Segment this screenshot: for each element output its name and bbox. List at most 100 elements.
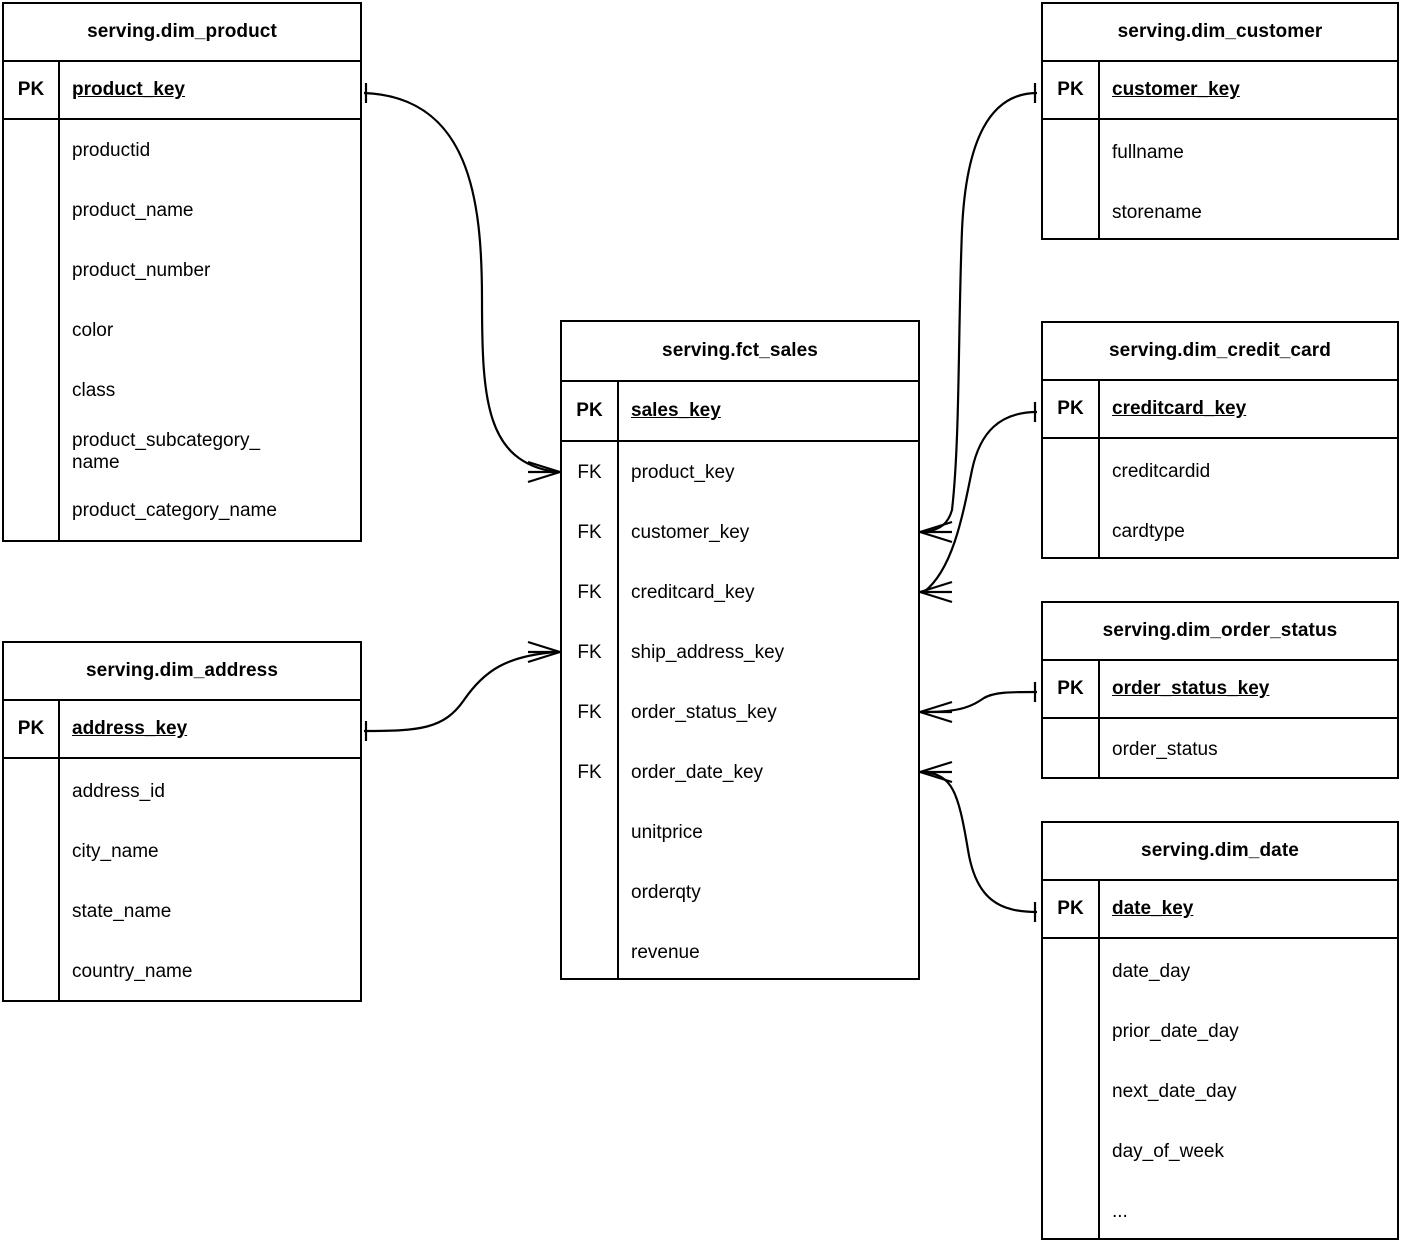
pk-marker-dim-address: PK	[4, 701, 60, 757]
fk-marker-ship-address-key: FK	[577, 642, 602, 663]
fk-marker-customer-key: FK	[577, 522, 602, 543]
entity-dim-product[interactable]: serving.dim_product PK product_key produ…	[2, 2, 362, 542]
fk-marker-order-status-key: FK	[577, 702, 602, 723]
crow-foot-creditcard	[919, 580, 953, 604]
fields-keycol-dim-date	[1043, 939, 1100, 1238]
pk-row-dim-address: PK address_key	[4, 701, 360, 759]
entity-title-dim-credit-card: serving.dim_credit_card	[1043, 323, 1397, 381]
fields-fct-sales: FK FK FK FK FK FK product_key customer_k…	[562, 442, 918, 978]
link-line-orderstatus	[923, 690, 1038, 714]
entity-title-dim-order-status: serving.dim_order_status	[1043, 603, 1397, 661]
field-storename: storename	[1112, 202, 1202, 223]
fields-col-fct-sales: product_key customer_key creditcard_key …	[619, 442, 918, 978]
field-orderqty: orderqty	[631, 882, 701, 903]
link-line-product	[363, 91, 557, 474]
pk-row-dim-date: PK date_key	[1043, 881, 1397, 939]
pk-marker-dim-product: PK	[4, 62, 60, 118]
entity-dim-address[interactable]: serving.dim_address PK address_key addre…	[2, 641, 362, 1002]
pk-field-dim-address: address_key	[72, 718, 188, 740]
entity-title-dim-address: serving.dim_address	[4, 643, 360, 701]
field-color: color	[72, 320, 114, 341]
pk-marker-dim-order-status: PK	[1043, 661, 1100, 717]
fields-dim-order-status: order_status	[1043, 719, 1397, 777]
entity-title-dim-customer: serving.dim_customer	[1043, 4, 1397, 62]
field-address-id: address_id	[72, 781, 165, 802]
field-revenue: revenue	[631, 942, 700, 963]
field-date-day: date_day	[1112, 961, 1191, 982]
field-customer-key: customer_key	[631, 522, 750, 543]
pk-row-dim-product: PK product_key	[4, 62, 360, 120]
field-day-of-week: day_of_week	[1112, 1141, 1224, 1162]
field-ellipsis: ...	[1112, 1201, 1128, 1222]
relationship-address	[363, 640, 561, 741]
pk-marker-fct-sales: PK	[562, 382, 619, 440]
fields-dim-product: productid product_name product_number co…	[4, 120, 360, 540]
fk-marker-creditcard-key: FK	[577, 582, 602, 603]
relationship-date	[919, 760, 1038, 922]
fields-keycol-dim-order-status	[1043, 719, 1100, 777]
fields-col-dim-customer: fullname storename	[1100, 120, 1397, 238]
crow-foot-address	[527, 640, 561, 664]
fields-keycol-dim-product	[4, 120, 60, 540]
field-creditcard-key: creditcard_key	[631, 582, 755, 603]
field-order-status-key: order_status_key	[631, 702, 777, 723]
fields-col-dim-credit-card: creditcardid cardtype	[1100, 439, 1397, 557]
entity-title-dim-date: serving.dim_date	[1043, 823, 1397, 881]
field-creditcardid: creditcardid	[1112, 461, 1211, 482]
fields-keycol-dim-customer	[1043, 120, 1100, 238]
field-cardtype: cardtype	[1112, 521, 1185, 542]
crow-foot-orderstatus	[919, 700, 953, 724]
entity-title-fct-sales: serving.fct_sales	[562, 322, 918, 382]
field-prior-date-day: prior_date_day	[1112, 1021, 1239, 1042]
entity-dim-credit-card[interactable]: serving.dim_credit_card PK creditcard_ke…	[1041, 321, 1399, 559]
link-line-creditcard	[923, 410, 1038, 593]
field-order-status: order_status	[1112, 739, 1218, 760]
crow-foot-customer	[919, 520, 953, 544]
entity-fct-sales[interactable]: serving.fct_sales PK sales_key FK FK FK …	[560, 320, 920, 980]
fields-col-dim-date: date_day prior_date_day next_date_day da…	[1100, 939, 1397, 1238]
field-city-name: city_name	[72, 841, 159, 862]
entity-dim-customer[interactable]: serving.dim_customer PK customer_key ful…	[1041, 2, 1399, 240]
field-unitprice: unitprice	[631, 822, 703, 843]
fields-col-dim-order-status: order_status	[1100, 719, 1397, 777]
pk-row-dim-credit-card: PK creditcard_key	[1043, 381, 1397, 439]
pk-marker-dim-date: PK	[1043, 881, 1100, 937]
pk-field-dim-order-status: order_status_key	[1112, 678, 1270, 700]
field-ship-address-key: ship_address_key	[631, 642, 785, 663]
crow-foot-product	[527, 460, 561, 484]
pk-field-fct-sales: sales_key	[631, 400, 721, 422]
pk-marker-dim-customer: PK	[1043, 62, 1100, 118]
pk-field-dim-product: product_key	[72, 79, 185, 101]
fields-dim-credit-card: creditcardid cardtype	[1043, 439, 1397, 557]
entity-dim-order-status[interactable]: serving.dim_order_status PK order_status…	[1041, 601, 1399, 779]
fields-col-dim-product: productid product_name product_number co…	[60, 120, 360, 540]
field-state-name: state_name	[72, 901, 172, 922]
crow-foot-date	[919, 760, 953, 784]
fields-dim-customer: fullname storename	[1043, 120, 1397, 238]
relationship-product	[363, 83, 561, 484]
pk-marker-dim-credit-card: PK	[1043, 381, 1100, 437]
field-next-date-day: next_date_day	[1112, 1081, 1237, 1102]
relationship-creditcard	[919, 402, 1038, 604]
fields-keycol-dim-address	[4, 759, 60, 1000]
field-order-date-key: order_date_key	[631, 762, 764, 783]
entity-dim-date[interactable]: serving.dim_date PK date_key date_day pr…	[1041, 821, 1399, 1240]
pk-field-dim-date: date_key	[1112, 898, 1194, 920]
fields-keycol-fct-sales: FK FK FK FK FK FK	[562, 442, 619, 978]
pk-row-dim-customer: PK customer_key	[1043, 62, 1397, 120]
field-product-subcategory-name: product_subcategory_ name	[72, 430, 261, 473]
field-class: class	[72, 380, 116, 401]
pk-row-fct-sales: PK sales_key	[562, 382, 918, 442]
field-fullname: fullname	[1112, 142, 1184, 163]
field-productid: productid	[72, 140, 151, 161]
link-line-address	[363, 650, 557, 733]
field-product-key: product_key	[631, 462, 735, 483]
fields-dim-date: date_day prior_date_day next_date_day da…	[1043, 939, 1397, 1238]
fields-keycol-dim-credit-card	[1043, 439, 1100, 557]
fk-marker-product-key: FK	[577, 462, 602, 483]
pk-field-dim-credit-card: creditcard_key	[1112, 398, 1247, 420]
fk-marker-order-date-key: FK	[577, 762, 602, 783]
field-product-name: product_name	[72, 200, 194, 221]
